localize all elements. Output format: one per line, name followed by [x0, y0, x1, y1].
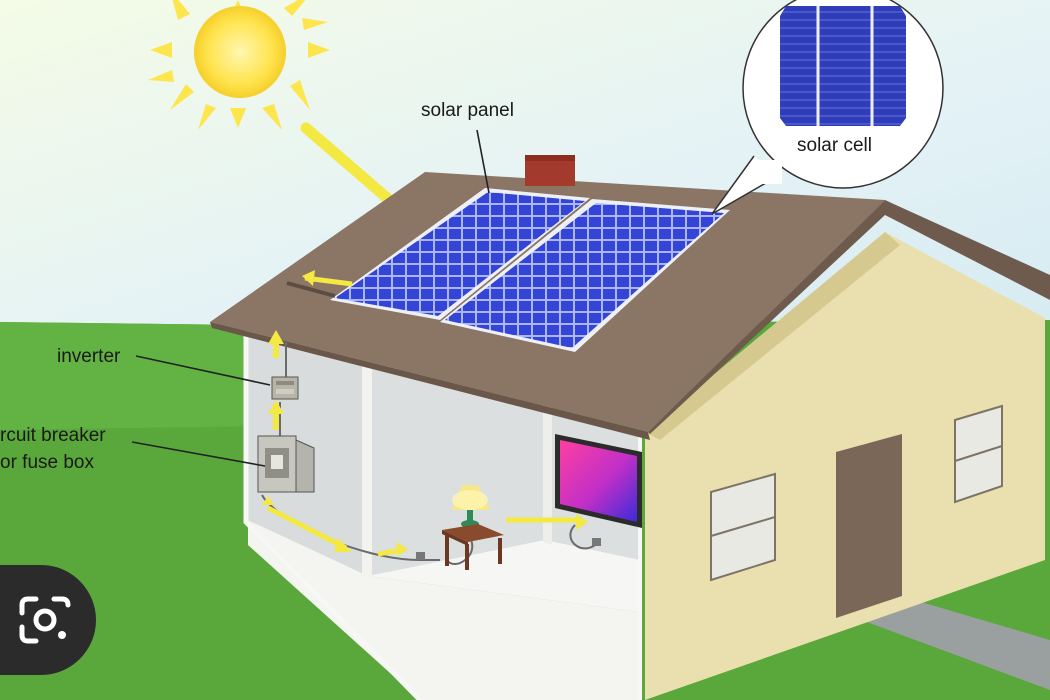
roof-conduit: [286, 270, 353, 298]
interior-floor: [248, 520, 640, 700]
sun: [148, 0, 330, 130]
outlet: [592, 538, 601, 546]
roof-eave: [210, 322, 650, 440]
energy-flow-arrows: [262, 330, 588, 557]
chimney: [525, 158, 575, 186]
interior-floor-right: [368, 540, 640, 612]
table-lamp: [452, 485, 490, 528]
label-solar-panel: solar panel: [421, 100, 514, 121]
side-table: [442, 524, 504, 570]
cutaway-frame: [243, 330, 422, 700]
label-breaker-line2: or fuse box: [0, 452, 94, 473]
window-left: [710, 472, 776, 582]
door: [836, 434, 902, 618]
breaker-box: [257, 435, 315, 493]
label-breaker-line1: rcuit breaker: [0, 425, 106, 446]
television: [555, 434, 642, 528]
roof-edge: [648, 200, 1050, 434]
partition-wall: [362, 358, 372, 580]
leader-lines: [131, 129, 490, 467]
solar-cell-callout: [711, 0, 944, 215]
label-solar-cell: solar cell: [797, 135, 872, 156]
partition-wall-2: [543, 404, 552, 545]
google-lens-icon: [19, 596, 71, 644]
outlet: [416, 552, 425, 560]
window-right: [954, 404, 1003, 504]
inverter-box: [271, 376, 299, 400]
google-lens-button[interactable]: [0, 565, 96, 675]
walkway: [840, 590, 1050, 690]
house-side-wall-shadow: [645, 232, 900, 440]
solar-panel-array: [330, 188, 730, 352]
label-inverter: inverter: [57, 346, 121, 367]
